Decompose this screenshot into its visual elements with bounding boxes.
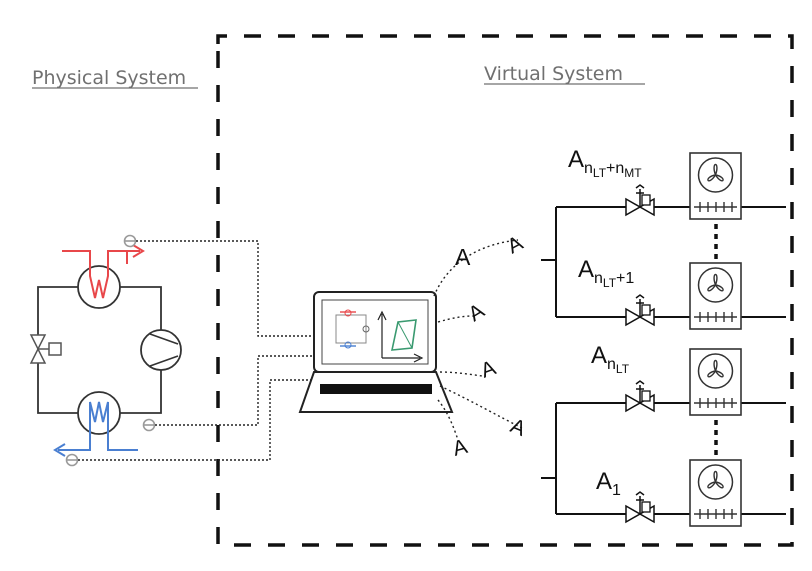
virtual-system-heading: Virtual System [484, 63, 623, 85]
refrigeration-cycle [29, 234, 182, 467]
signal-label: A [478, 356, 499, 382]
signal-lines [433, 239, 523, 441]
evaporator-fan-unit-icon [689, 152, 742, 220]
condenser-icon [62, 244, 145, 309]
signal-label: A [464, 299, 488, 326]
expansion-valve-icon [29, 334, 62, 364]
actuator-label-bottom: A1 [596, 468, 621, 499]
physical-system-heading: Physical System [32, 67, 186, 89]
actuator-label-top: AnLT+nMT [568, 146, 642, 180]
measurement-lines [78, 240, 316, 461]
actuator-label-third: AnLT [591, 342, 630, 376]
expansion-valve-icon [625, 184, 655, 217]
evaporator-fan-unit-icon [689, 262, 742, 330]
evaporator-fan-unit-icon [689, 348, 742, 416]
signal-label: A [455, 244, 471, 270]
laptop-icon [298, 291, 454, 413]
expansion-valve-icon [625, 380, 655, 413]
sensor-icon [65, 453, 79, 467]
signal-label: A [450, 435, 469, 461]
evaporator-icon [53, 391, 138, 457]
display-case-list [625, 152, 786, 527]
signal-label: A [507, 414, 529, 441]
expansion-valve-icon [625, 491, 655, 524]
evaporator-fan-unit-icon [689, 459, 742, 527]
signal-label: A [504, 232, 527, 259]
sensor-icon [123, 234, 137, 248]
branch-piping [541, 206, 626, 515]
sensor-icon [142, 418, 156, 432]
actuator-label-second: AnLT+1 [578, 256, 634, 290]
expansion-valve-icon [625, 294, 655, 327]
compressor-icon [140, 329, 182, 371]
virtual-system-boundary [216, 34, 794, 547]
